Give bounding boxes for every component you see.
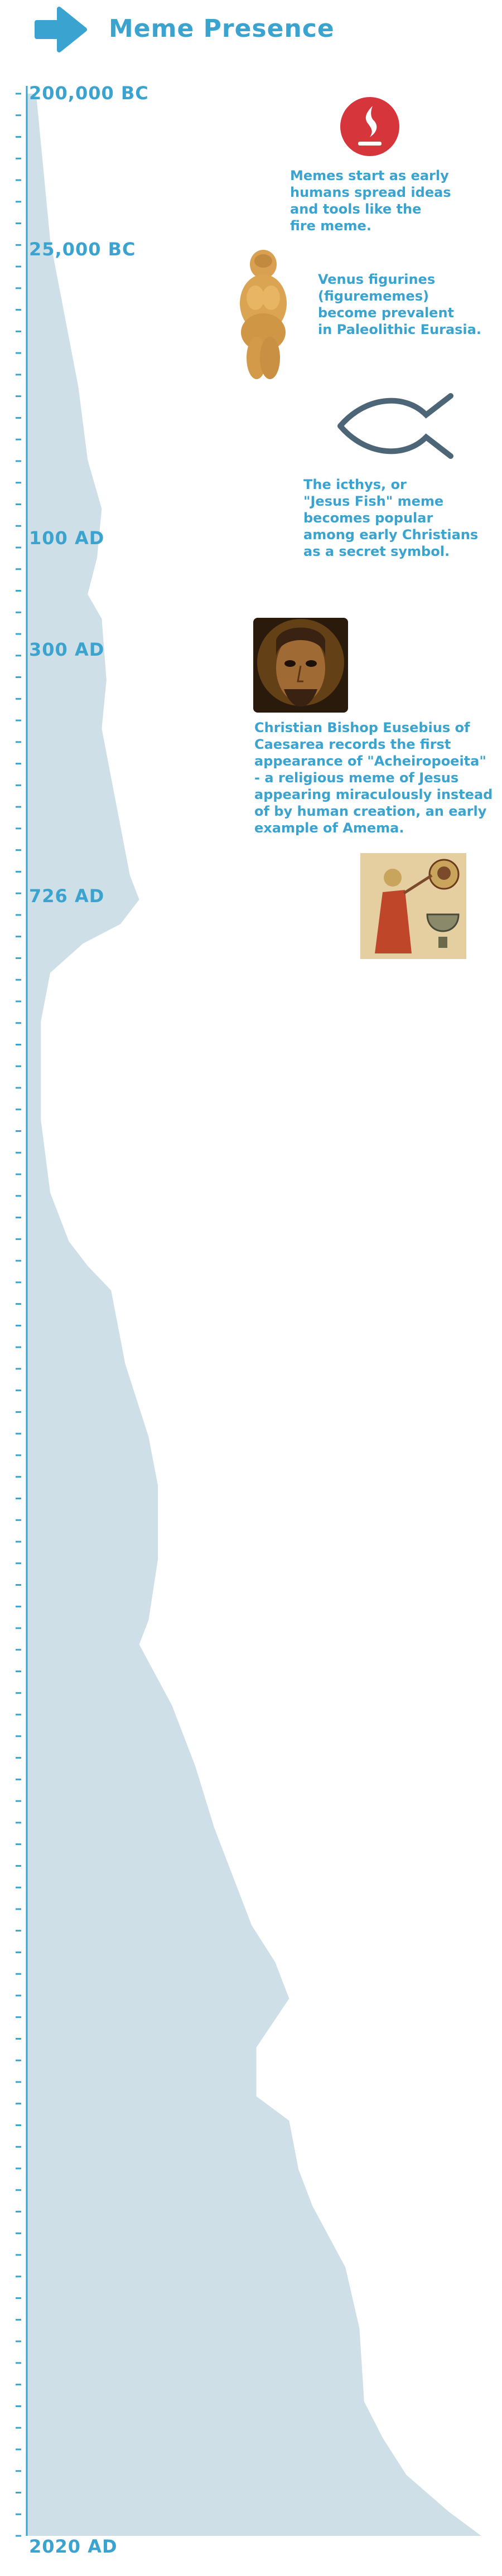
fire-icon [340,97,399,156]
byzantine-manuscript-icon [360,853,466,959]
venus-figurine-icon [240,250,287,379]
annotation-venus: Venus figurines (figurememes) become pre… [318,272,481,337]
era-label: 2020 AD [29,2536,118,2557]
era-label: 200,000 BC [29,83,149,104]
annotation-fire: Memes start as early humans spread ideas… [290,168,451,234]
era-label: 726 AD [29,885,105,907]
icon-portrait-icon [253,618,348,713]
era-label: 300 AD [29,639,105,660]
annotation-eusebius: Christian Bishop Eusebius of Caesarea re… [254,720,493,836]
timeline-ticks [16,93,21,2537]
arrow-right-icon [35,7,87,52]
page-title: Meme Presence [109,14,335,43]
era-label: 25,000 BC [29,239,136,260]
era-label: 100 AD [29,527,105,549]
jesus-fish-icon [337,393,453,459]
meme-presence-area [27,94,481,2536]
annotation-icthys: The icthys, or "Jesus Fish" meme becomes… [303,477,479,559]
